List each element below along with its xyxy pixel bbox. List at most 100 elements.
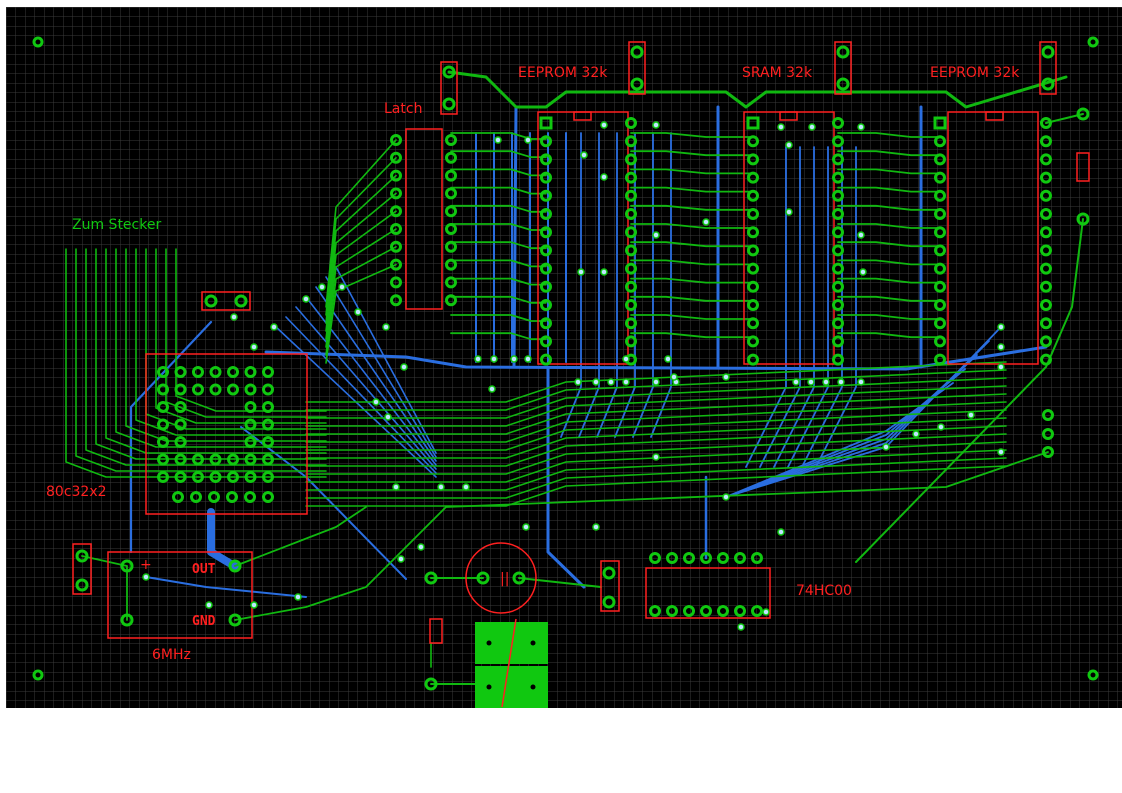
component-pad: [734, 552, 746, 564]
bottom-bus-trace: [650, 132, 672, 438]
bus-trace: [630, 132, 754, 138]
via: [417, 543, 425, 551]
connector-trace: [75, 248, 327, 472]
mcu-bus-trace: [305, 433, 1007, 475]
switch-silk-line: [501, 618, 517, 708]
via: [142, 573, 150, 581]
component-pad: [172, 491, 184, 503]
component-pad: [120, 613, 134, 627]
component-pad: [228, 613, 242, 627]
bus-trace: [630, 277, 754, 284]
via: [577, 268, 585, 276]
component-pad: [832, 335, 844, 348]
mcu-bus-trace: [305, 369, 1007, 411]
component-pad: [174, 383, 187, 396]
component-pad: [832, 153, 844, 166]
component-pad: [832, 171, 844, 184]
via: [670, 373, 678, 381]
component-pad: [512, 571, 526, 585]
component-pad: [390, 151, 402, 164]
component-pad: [244, 491, 256, 503]
component-pad: [174, 366, 187, 378]
mcu-bus-trace: [305, 377, 1007, 419]
label-osc-out: OUT: [192, 562, 216, 577]
mcu-bus-trace: [305, 385, 1007, 427]
via: [622, 355, 630, 363]
component-pad: [390, 134, 402, 146]
component-pad: [832, 317, 844, 330]
component-pad: [1042, 446, 1054, 458]
latch-trace: [325, 174, 397, 324]
component-pad: [262, 383, 274, 396]
label-eeprom-1: EEPROM 32k: [518, 65, 608, 81]
via: [859, 268, 867, 276]
component-pad: [1087, 669, 1099, 681]
connector-trace: [135, 248, 327, 436]
latch-trace: [325, 210, 397, 340]
component-pad: [442, 65, 456, 79]
component-pad: [747, 171, 759, 184]
component-pad: [751, 605, 763, 617]
silk-outline: [107, 551, 253, 639]
component-pad: [625, 335, 637, 348]
via: [524, 355, 532, 363]
via: [702, 218, 710, 226]
bus-trace: [837, 204, 941, 211]
component-pad: [390, 169, 402, 182]
component-pad: [832, 135, 844, 148]
component-pad: [540, 208, 552, 220]
component-pad: [424, 571, 438, 585]
via: [722, 493, 730, 501]
label-osc-plus: +: [140, 557, 152, 573]
component-pad: [445, 258, 457, 271]
label-cap-mark: ||: [500, 571, 509, 587]
component-pad: [209, 453, 222, 466]
silk-outline: [628, 41, 646, 95]
component-pad: [683, 605, 695, 617]
component-pad: [1040, 135, 1052, 148]
component-pad: [734, 605, 746, 617]
component-pad: [157, 401, 169, 413]
component-pad: [540, 153, 552, 166]
bus-trace: [630, 223, 754, 229]
component-pad: [390, 240, 402, 253]
component-pad-square: [746, 116, 760, 130]
component-pad: [1040, 117, 1052, 129]
component-pad: [226, 491, 238, 503]
bus-trace: [630, 168, 754, 175]
component-pad: [445, 134, 457, 146]
via: [400, 363, 408, 371]
via: [574, 378, 582, 386]
component-pad: [390, 223, 402, 235]
component-pad: [625, 153, 637, 166]
component-pad: [244, 383, 257, 396]
connector-trace: [155, 248, 327, 424]
silk-outline: [1076, 152, 1090, 182]
component-pad: [934, 280, 946, 293]
component-pad: [1040, 280, 1052, 293]
component-pad: [540, 171, 552, 184]
via: [294, 593, 302, 601]
component-pad: [717, 552, 729, 564]
component-pad: [1040, 189, 1052, 202]
component-pad: [934, 171, 946, 184]
mcu-bus-trace: [305, 457, 1007, 499]
power-trace: [855, 218, 1084, 563]
component-pad: [424, 677, 438, 691]
via: [785, 141, 793, 149]
component-pad: [747, 135, 759, 148]
component-pad: [192, 453, 204, 466]
mcu-bus-trace: [305, 425, 1007, 467]
switch-hole: [486, 684, 492, 690]
component-pad: [204, 294, 218, 308]
via: [382, 323, 390, 331]
via: [664, 355, 672, 363]
component-pad: [227, 366, 239, 378]
bottom-diag-trace: [335, 266, 437, 454]
bottom-bus-trace: [787, 146, 829, 468]
via: [490, 355, 498, 363]
component-pad: [1040, 153, 1052, 166]
via: [302, 295, 310, 303]
component-pad: [630, 77, 644, 91]
silk-outline: [201, 291, 251, 311]
